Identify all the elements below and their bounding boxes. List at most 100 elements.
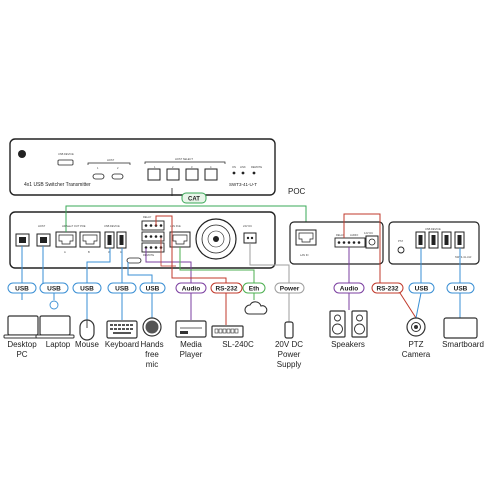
usb-port-3-label: 3	[108, 250, 110, 254]
rx-relay-label: RELAY	[336, 233, 345, 237]
badge-audio-speakers: Audio	[333, 282, 365, 294]
transmitter-model: SWT3-41-U-T	[229, 182, 257, 187]
rx-power-label: 12V DC	[364, 231, 373, 235]
badge-text: RS-232	[215, 286, 237, 293]
badge-usb-mic: USB	[139, 282, 166, 294]
label-power-line1: 20V DC	[275, 340, 303, 349]
media-player-icon	[175, 320, 207, 338]
badge-text: USB	[115, 286, 129, 293]
smartboard-icon	[443, 317, 478, 339]
tx-power-terminal	[243, 232, 257, 244]
host-select-button-4[interactable]	[204, 168, 218, 181]
badge-text: Audio	[340, 286, 358, 293]
remote-label: REMOTE	[251, 165, 262, 169]
microphone-icon	[142, 317, 162, 337]
network-cloud-icon	[244, 301, 268, 315]
relay-top-label: RELAY	[143, 215, 152, 219]
tx-power-label: 24V DC	[243, 224, 252, 228]
usb-port-4-label: 4	[120, 250, 122, 254]
label-desktop-line1: Desktop	[7, 340, 37, 349]
badge-text: USB	[47, 286, 61, 293]
lan-poe-label: LAN PoE	[170, 224, 181, 228]
badge-eth: Eth	[242, 282, 266, 294]
rx2-ptz-label: PTZ	[398, 239, 403, 243]
cat-cable	[65, 205, 307, 232]
host-2-label: 2	[117, 166, 119, 170]
label-mic-line2: free	[145, 350, 159, 359]
port-a-label: A	[64, 250, 66, 254]
select-2-label: 2	[172, 165, 174, 169]
badge-text: USB	[146, 286, 160, 293]
usb-device-port	[57, 159, 74, 166]
host-select-button-1[interactable]	[147, 168, 161, 181]
label-sl240c: SL-240C	[222, 340, 254, 349]
rx2-usb-device-label: USB DEVICE	[425, 227, 441, 231]
rs232-cable-sl240	[155, 215, 227, 283]
host-usbc-port-1	[92, 173, 105, 180]
desktop-pc-icon	[3, 315, 43, 339]
label-media-line2: Player	[180, 350, 203, 359]
label-keyboard: Keyboard	[105, 340, 139, 349]
sl240c-control-panel-icon	[211, 325, 244, 338]
badge-audio-media: Audio	[175, 282, 207, 294]
badge-text: USB	[80, 286, 94, 293]
badge-rs232-sl240: RS-232	[210, 282, 243, 294]
host-1-label: 1	[97, 166, 99, 170]
label-smartboard: Smartboard	[442, 340, 484, 349]
device-icons	[3, 300, 478, 341]
rs232-cable-ptz	[343, 213, 381, 283]
link-label: LINK	[240, 165, 246, 169]
transmitter-title: 4x1 USB Switcher Transmitter	[24, 182, 91, 188]
select-1-label: 1	[154, 165, 156, 169]
device-labels: Desktop PC Laptop Mouse Keyboard Hands f…	[7, 340, 484, 369]
host-select-button-2[interactable]	[166, 168, 180, 181]
port-b-label: B	[88, 250, 90, 254]
host-select-button-3[interactable]	[185, 168, 199, 181]
label-mouse: Mouse	[75, 340, 100, 349]
poc-label: POC	[288, 187, 306, 196]
rx-lan-label: LAN IN	[300, 253, 308, 257]
select-4-label: 4	[210, 165, 212, 169]
eth-cable	[179, 247, 255, 283]
rear-host-label: HOST	[38, 224, 46, 228]
relay-bottom-label: REMOTE	[143, 253, 154, 257]
host-label: HOST	[107, 158, 115, 162]
badge-usb-ptz: USB	[408, 282, 435, 294]
badge-text: RS-232	[376, 286, 398, 293]
rx-power-jack	[365, 235, 379, 249]
badge-text: USB	[15, 286, 29, 293]
relay-terminal-bottom	[141, 242, 165, 253]
badge-usb-smartboard: USB	[446, 282, 475, 294]
rear-usb-device-label: USB DEVICE	[104, 224, 120, 228]
badge-text: Audio	[182, 286, 200, 293]
badge-text: Power	[280, 286, 300, 293]
kramer-logo-icon	[18, 150, 26, 158]
relay-terminal-mid	[141, 231, 165, 242]
label-media-line1: Media	[180, 340, 202, 349]
cat-label: CAT	[188, 197, 200, 203]
badge-text: USB	[454, 286, 468, 293]
ptz-camera-icon	[406, 317, 426, 337]
select-3-label: 3	[191, 165, 193, 169]
badge-text: USB	[415, 286, 429, 293]
host-select-label: HOST SELECT	[175, 157, 193, 161]
on-label: ON	[232, 165, 236, 169]
relay-terminal-top	[141, 220, 165, 231]
small-receiver: LAN IN RELAY AUDIO 12V DC	[289, 221, 384, 265]
label-speakers: Speakers	[331, 340, 365, 349]
power-supply-icon	[284, 321, 294, 339]
label-ptz-line1: PTZ	[408, 340, 423, 349]
connection-badges: USB USB USB USB USB Audio RS-232 Eth	[7, 282, 475, 294]
laptop-icon	[35, 300, 75, 339]
usb-receiver: PTZ USB DEVICE SWT3-41-U-R	[388, 221, 480, 265]
power-cable	[249, 243, 290, 283]
badge-usb-keyboard: USB	[107, 282, 137, 294]
audio-cable-media	[145, 248, 192, 283]
label-power-line3: Supply	[277, 360, 301, 369]
badge-text: Eth	[249, 286, 260, 293]
hdbaset-label: HDBaseT OUT POE	[62, 224, 86, 228]
host-usbc-port-2	[111, 173, 124, 180]
rx-audio-label: AUDIO	[350, 233, 358, 237]
keyboard-icon	[106, 320, 138, 339]
